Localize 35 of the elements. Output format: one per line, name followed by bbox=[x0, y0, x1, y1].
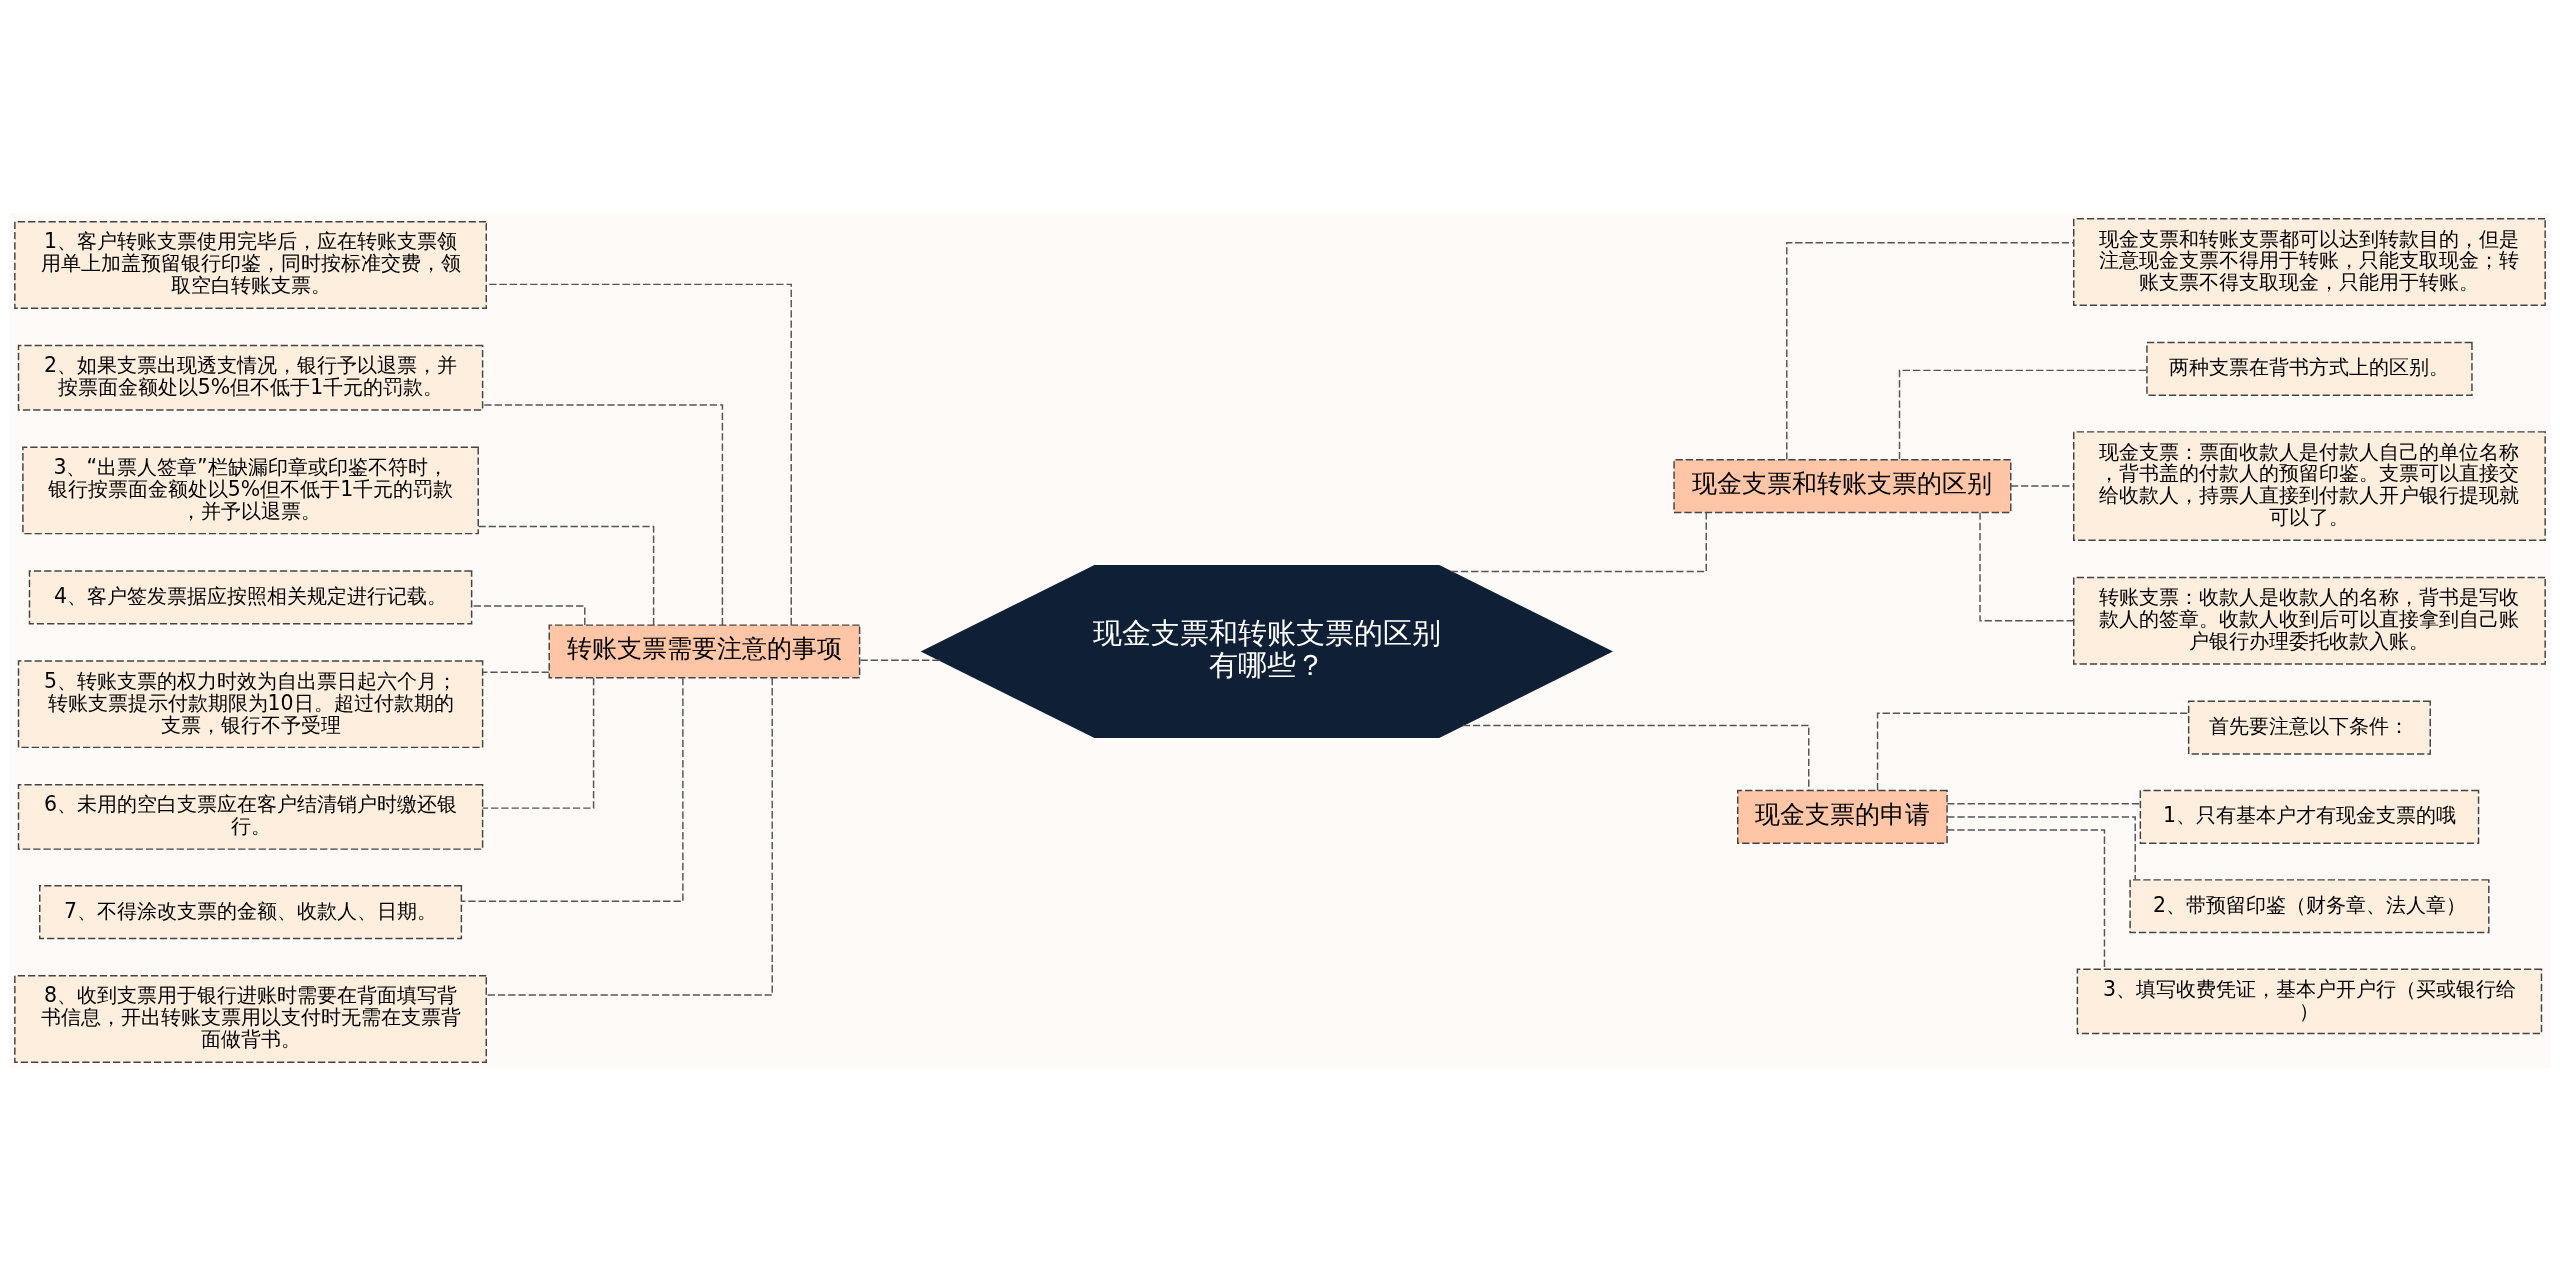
connector bbox=[477, 525, 655, 626]
node-box: 3、“出票人签章”栏缺漏印章或印鉴不符时，银行按票面金额处以5%但不低于1千元的罚款，并予以退票。 bbox=[22, 446, 479, 535]
connector bbox=[859, 659, 941, 661]
node-box: 现金支票的申请 bbox=[1737, 789, 1948, 844]
connector bbox=[485, 677, 773, 996]
connector bbox=[1946, 803, 2141, 805]
node-box: 7、不得涂改支票的金额、收款人、日期。 bbox=[39, 885, 463, 940]
node-box: 1、客户转账支票使用完毕后，应在转账支票领用单上加盖预留银行印鉴，同时按标准交费，领取空白转账支票。 bbox=[14, 221, 487, 309]
node-box: 8、收到支票用于银行进账时需要在背面填写背书信息，开出转账支票用以支付时无需在支票背面做背书。 bbox=[14, 975, 487, 1063]
node-box: 现金支票和转账支票的区别 bbox=[1673, 458, 2012, 514]
connector bbox=[1786, 241, 2075, 461]
node-box: 首先要注意以下条件： bbox=[2187, 700, 2431, 755]
connector bbox=[1979, 511, 2075, 622]
connector bbox=[460, 677, 684, 903]
node-box: 5、转账支票的权力时效为自出票日起六个月；转账支票提示付款期限为10日。超过付款期的支票，银行不予受理 bbox=[17, 660, 484, 749]
node-box: 6、未用的空白支票应在客户结清销户时缴还银行。 bbox=[17, 784, 484, 850]
node-box: 4、客户签发票据应按照相关规定进行记载。 bbox=[28, 570, 473, 625]
node-box: 2、带预留印鉴（财务章、法人章） bbox=[2129, 879, 2490, 934]
connector bbox=[482, 404, 724, 626]
node-box: 转账支票需要注意的事项 bbox=[548, 624, 861, 679]
node-box: 转账支票：收款人是收款人的名称，背书是写收款人的签章。收款人收到后可以直接拿到自己账户银行办理委托收款入账。 bbox=[2073, 576, 2546, 665]
connector bbox=[1898, 369, 2148, 460]
connector bbox=[1876, 712, 2190, 791]
node-box: 两种支票在背书方式上的区别。 bbox=[2146, 341, 2473, 396]
connector bbox=[481, 671, 550, 673]
connector bbox=[1946, 829, 2106, 970]
connector bbox=[2010, 485, 2075, 487]
connector bbox=[481, 677, 595, 809]
node-box: 现金支票和转账支票都可以达到转款目的，但是注意现金支票不得用于转账，只能支取现金；转账支票不得支取现金，只能用于转账。 bbox=[2073, 218, 2546, 306]
connector bbox=[1946, 816, 2136, 881]
connector bbox=[1449, 511, 1707, 573]
node-box: 1、只有基本户才有现金支票的哦 bbox=[2139, 789, 2480, 844]
node-box: 3、填写收费凭证，基本户开户行（买或银行给） bbox=[2076, 968, 2543, 1035]
node-box: 2、如果支票出现透支情况，银行予以退票，并按票面金额处以5%但不低于1千元的罚款。 bbox=[17, 344, 484, 411]
node-box: 现金支票：票面收款人是付款人自己的单位名称，背书盖的付款人的预留印鉴。支票可以直接交给收款人，持票人直接到付款人开户银行提现就可以了。 bbox=[2073, 431, 2546, 541]
